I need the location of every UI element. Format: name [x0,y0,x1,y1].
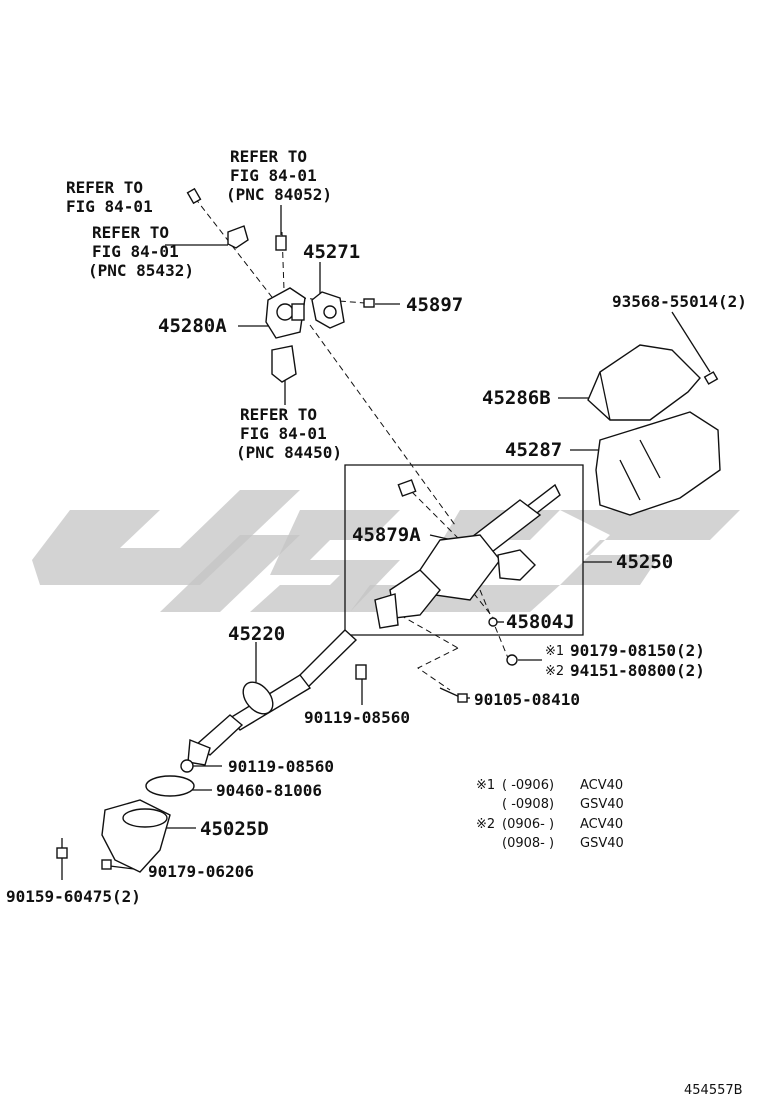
ref-plain-line2: FIG 84-01 [66,197,153,216]
part-94151: 94151-80800(2) [570,661,705,680]
note-1-model: ACV40 [580,778,623,793]
ref-84052-line1: REFER TO [230,147,307,166]
note-1-mark: ※1 [476,778,495,793]
clip-icon [275,235,287,251]
lock-cylinder-icon [311,291,345,329]
bolt-icon-3 [439,687,468,703]
key-cylinder-icon [271,345,297,383]
note-2-range: ( -0908) [502,797,554,812]
part-90159: 90159-60475(2) [6,887,141,906]
applicability-notes: ※1 ( -0906) ACV40 ( -0908) GSV40 ※2 (090… [476,778,624,851]
lower-column-cover-icon [595,411,721,516]
part-90119-b: 90119-08560 [228,757,334,776]
part-90460: 90460-81006 [216,781,322,800]
part-45220: 45220 [228,623,285,645]
note-4-range: (0908- ) [502,836,554,851]
ref-84450-line3: (PNC 84450) [236,443,342,462]
part-45280A: 45280A [158,315,227,337]
ref-85432-line2: FIG 84-01 [92,242,179,261]
ref-84450-line2: FIG 84-01 [240,424,327,443]
column-assembly-frame [344,464,584,636]
part-90105: 90105-08410 [474,690,580,709]
note-2-model: GSV40 [580,797,624,812]
bolt-icon [363,298,375,308]
column-hole-cover-icon [101,799,171,873]
part-93568: 93568-55014(2) [612,292,747,311]
part-45804J: 45804J [506,611,575,633]
part-45879A: 45879A [352,524,421,546]
bolt-icon-4 [180,759,194,773]
note-4-model: GSV40 [580,836,624,851]
note-3-range: (0906- ) [502,817,554,832]
screw-icon-2 [703,371,719,385]
mark-1: ※1 [545,644,564,659]
bracket-icon [227,225,249,249]
part-45897: 45897 [406,294,463,316]
part-90179-06206: 90179-06206 [148,862,254,881]
ref-84450-line1: REFER TO [240,405,317,424]
part-90119-a: 90119-08560 [304,708,410,727]
ref-85432-line1: REFER TO [92,223,169,242]
ref-plain-line1: REFER TO [66,178,143,197]
ignition-switch-icon [265,287,306,339]
intermediate-shaft-icon [187,629,358,766]
diagram-id: 454557B [684,1083,743,1098]
nut-icon-2 [506,654,518,666]
bolt-icon-5 [56,838,68,859]
part-45025D: 45025D [200,818,269,840]
bolt-icon-2 [355,664,367,680]
ref-85432-line3: (PNC 85432) [88,261,194,280]
ref-84052-line2: FIG 84-01 [230,166,317,185]
steering-column-icon [374,479,561,629]
clamp-ring-icon [145,775,195,797]
nut-icon-3 [101,859,112,870]
part-45250: 45250 [616,551,673,573]
mark-2: ※2 [545,664,564,679]
screw-icon [186,187,202,205]
upper-column-cover-icon [587,344,701,421]
part-45271: 45271 [303,241,360,263]
part-45287: 45287 [505,439,562,461]
ref-84052-line3: (PNC 84052) [226,185,332,204]
note-1-range: ( -0906) [502,778,554,793]
nut-icon [488,617,498,627]
note-3-mark: ※2 [476,817,495,832]
part-90179-08150: 90179-08150(2) [570,641,705,660]
note-3-model: ACV40 [580,817,623,832]
part-45286B: 45286B [482,387,551,409]
